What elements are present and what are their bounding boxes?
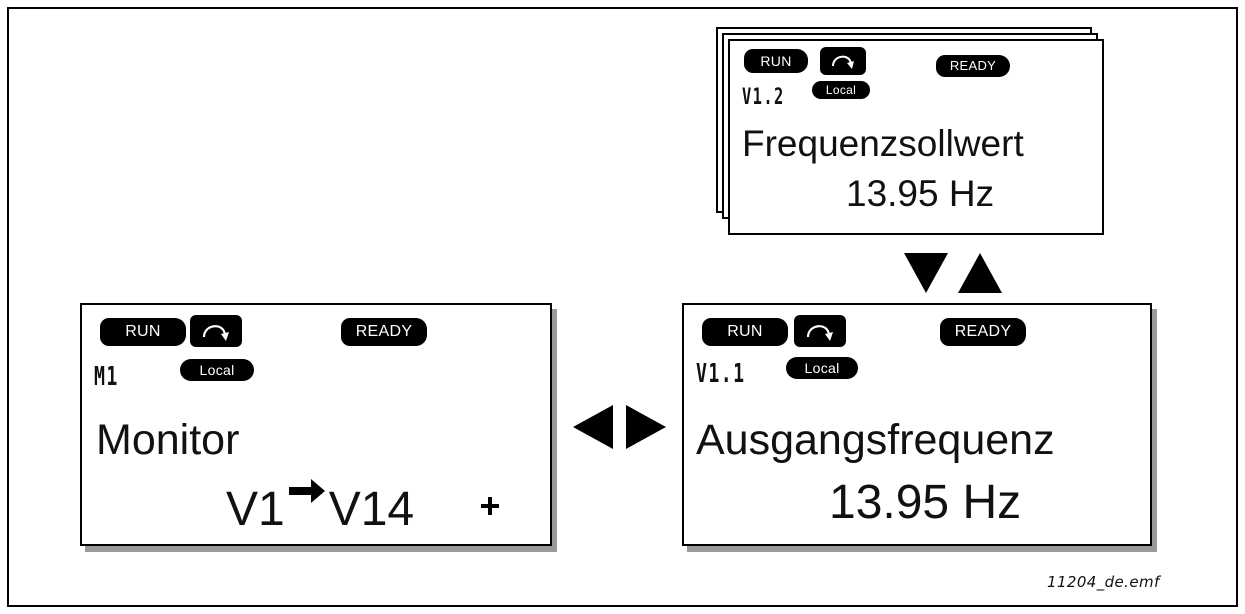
menu-range: V1 V14: [226, 475, 414, 537]
left-triangle-icon: [573, 405, 613, 449]
down-triangle-icon: [904, 253, 948, 293]
file-caption: 11204_de.emf: [1047, 573, 1160, 591]
parameter-title: Ausgangsfrequenz: [696, 416, 1055, 464]
run-badge: RUN: [100, 318, 186, 346]
right-triangle-icon: [626, 405, 666, 449]
cross-cursor-icon: [481, 497, 499, 515]
run-badge: RUN: [744, 49, 808, 73]
menu-code: V1.1: [696, 359, 746, 389]
parameter-value: 13.95 Hz: [829, 476, 1022, 529]
rotation-arrow-icon: [820, 47, 866, 75]
panel-ausgangsfrequenz[interactable]: RUN READY V1.1 Local Ausgangsfrequenz 13…: [682, 303, 1152, 546]
ready-badge: READY: [341, 318, 427, 346]
panel-monitor[interactable]: RUN READY M1 Local Monitor V1 V14: [80, 303, 552, 546]
up-triangle-icon: [958, 253, 1002, 293]
right-arrow-icon: [288, 479, 325, 503]
local-badge: Local: [180, 359, 254, 381]
range-end: V14: [328, 483, 415, 536]
ready-badge: READY: [936, 55, 1010, 77]
menu-code: M1: [94, 362, 119, 392]
menu-title: Monitor: [96, 416, 240, 464]
rotation-arrow-icon: [794, 315, 846, 347]
rotation-arrow-icon: [190, 315, 242, 347]
menu-code: V1.2: [742, 85, 785, 110]
run-badge: RUN: [702, 318, 788, 346]
local-badge: Local: [812, 81, 870, 99]
local-badge: Local: [786, 357, 858, 379]
ready-badge: READY: [940, 318, 1026, 346]
range-start: V1: [226, 483, 285, 536]
panel-frequenzsollwert[interactable]: RUN READY V1.2 Local Frequenzsollwert 13…: [728, 39, 1104, 235]
parameter-title: Frequenzsollwert: [742, 123, 1024, 164]
parameter-value: 13.95 Hz: [846, 173, 995, 214]
